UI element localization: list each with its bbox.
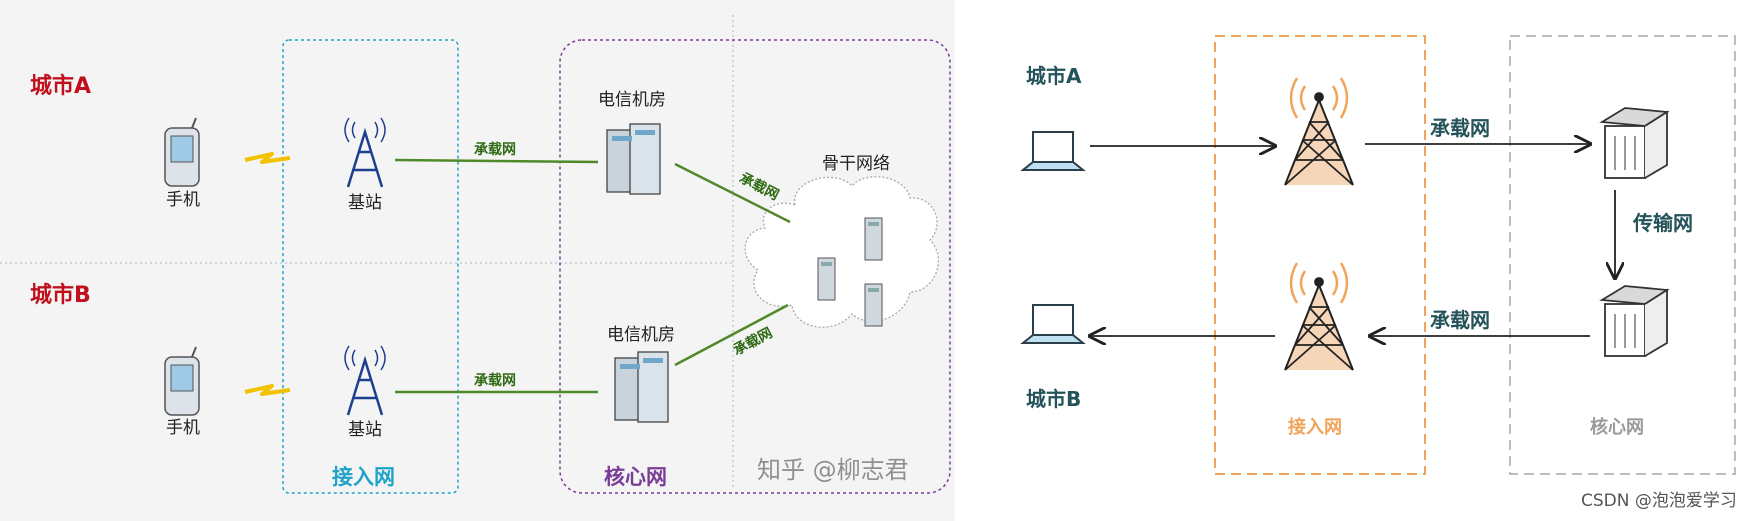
access-network-region [282, 39, 459, 494]
wireless-signal-icon [244, 152, 291, 164]
carrier-line-backbone-a [674, 162, 791, 224]
tower-icon [1284, 262, 1354, 371]
telecom-server-icon [614, 351, 669, 423]
telecom-room-label: 电信机房 [607, 325, 675, 345]
transport-network-label: 传输网 [1633, 211, 1693, 235]
tower-icon [1284, 77, 1354, 186]
access-network-label: 接入网 [332, 465, 395, 489]
phone-icon [164, 117, 200, 187]
csdn-watermark: CSDN @泡泡爱学习 [1581, 491, 1737, 511]
left-diagram: 城市A 城市B 手机 手机 基站 基站 承载网 承载网 承载网 承载网 电信机房… [0, 0, 955, 521]
carrier-network-label-top: 承载网 [1430, 116, 1490, 140]
carrier-line-backbone-b [674, 303, 789, 367]
laptop-icon [1020, 304, 1086, 344]
city-b-label: 城市B [1026, 387, 1082, 411]
base-station-tower-icon [344, 345, 386, 416]
left-diagram-graphics [0, 15, 951, 494]
carrier-line-a [394, 158, 599, 164]
right-diagram-graphics [1020, 35, 1736, 475]
access-network-label: 接入网 [1288, 417, 1342, 438]
base-station-label: 基站 [348, 193, 382, 213]
core-network-region [1509, 35, 1736, 475]
core-network-label: 核心网 [1590, 417, 1644, 438]
wireless-signal-icon [244, 384, 291, 396]
backbone-network-label: 骨干网络 [822, 154, 890, 174]
core-network-region [559, 39, 951, 494]
backbone-cloud [744, 176, 939, 328]
phone-label: 手机 [166, 418, 200, 438]
carrier-network-label: 承载网 [474, 373, 516, 389]
zhihu-watermark: 知乎 @柳志君 [757, 456, 909, 484]
right-diagram: 城市A 城市B 承载网 承载网 传输网 接入网 核心网 CSDN @泡泡爱学习 [955, 0, 1754, 521]
phone-icon [164, 346, 200, 416]
server-building-icon [1599, 285, 1670, 357]
carrier-network-label: 承载网 [474, 142, 516, 158]
server-building-icon [1599, 107, 1670, 179]
city-b-label: 城市B [30, 283, 91, 308]
phone-label: 手机 [166, 190, 200, 210]
base-station-label: 基站 [348, 420, 382, 440]
access-network-region [1214, 35, 1426, 475]
core-network-label: 核心网 [604, 465, 667, 489]
base-station-tower-icon [344, 117, 386, 188]
laptop-icon [1020, 131, 1086, 171]
city-a-label: 城市A [30, 74, 92, 99]
carrier-network-label-bottom: 承载网 [1430, 308, 1490, 332]
city-a-label: 城市A [1026, 64, 1082, 88]
backbone-server-icon [817, 217, 883, 327]
telecom-room-label: 电信机房 [598, 90, 666, 110]
telecom-server-icon [606, 123, 661, 195]
